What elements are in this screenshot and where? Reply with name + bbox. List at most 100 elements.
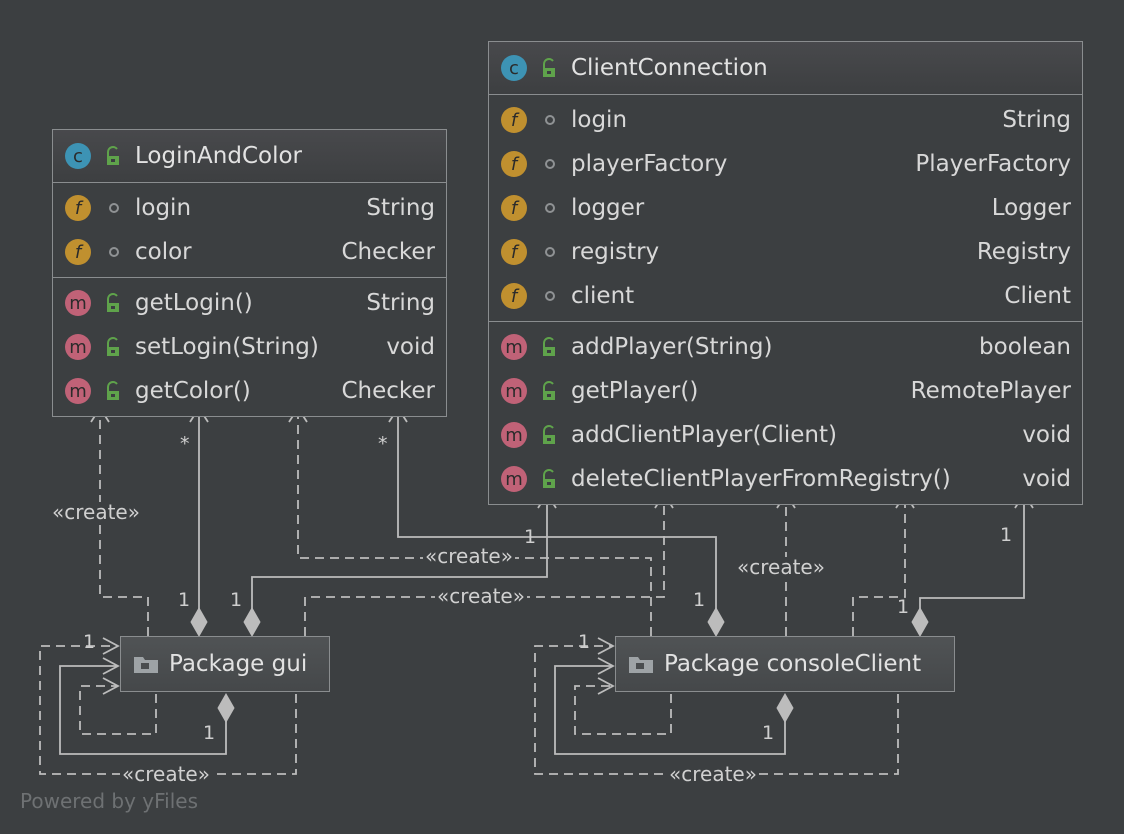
field-type: Registry	[976, 239, 1071, 265]
dot-icon	[105, 242, 123, 262]
package-name: Package gui	[169, 651, 308, 677]
composition-diamond	[190, 606, 208, 638]
field-name: playerFactory	[571, 151, 728, 177]
dot-icon	[541, 198, 559, 218]
field-row[interactable]: f logger Logger	[489, 186, 1082, 230]
console-self-composition	[554, 665, 786, 755]
method-icon: m	[501, 422, 527, 448]
field-name: registry	[571, 239, 660, 265]
gui-self-composition	[59, 665, 227, 755]
association-console-to-clientconnection	[919, 494, 1024, 612]
self-arrowhead	[597, 677, 615, 695]
composition-diamond	[217, 692, 235, 724]
dot-icon	[541, 242, 559, 262]
method-icon: m	[65, 290, 91, 316]
field-name: color	[135, 239, 192, 265]
watermark: Powered by yFiles	[20, 789, 198, 813]
method-return-type: void	[1022, 422, 1071, 448]
class-header: c LoginAndColor	[53, 130, 446, 183]
methods-section: m getLogin() String m setLogin(String) v…	[53, 278, 446, 416]
self-arrowhead	[102, 637, 120, 655]
composition-diamond	[707, 606, 725, 638]
class-header: c ClientConnection	[489, 42, 1082, 95]
method-icon: m	[501, 334, 527, 360]
field-row[interactable]: f client Client	[489, 274, 1082, 318]
self-arrowhead	[102, 657, 120, 675]
lock-open-icon	[107, 381, 119, 400]
method-icon: m	[501, 466, 527, 492]
multiplicity-label: *	[378, 433, 388, 455]
multiplicity-label: 1	[762, 722, 775, 744]
method-row[interactable]: m getLogin() String	[53, 281, 446, 325]
method-name: addClientPlayer(Client)	[571, 422, 837, 448]
fields-section: f login String f color Checker	[53, 183, 446, 278]
composition-diamond	[776, 692, 794, 724]
create-label: «create»	[435, 584, 527, 608]
create-dependency-console-to-clientconnection-b	[852, 494, 905, 636]
multiplicity-label: 1	[897, 596, 910, 618]
method-name: getPlayer()	[571, 378, 699, 404]
create-label: «create»	[120, 762, 212, 786]
field-icon: f	[501, 283, 527, 309]
method-return-type: String	[366, 290, 435, 316]
lock-open-icon	[543, 381, 555, 400]
folder-icon	[134, 657, 158, 673]
class-icon: c	[501, 55, 527, 81]
create-label: «create»	[423, 544, 515, 568]
multiplicity-label: *	[180, 433, 190, 455]
fields-section: f login String f playerFactory PlayerFac…	[489, 95, 1082, 322]
method-row[interactable]: m addPlayer(String) boolean	[489, 325, 1082, 369]
dot-icon	[541, 286, 559, 306]
class-box-loginandcolor[interactable]: c LoginAndColor f login String f color C…	[52, 129, 447, 417]
lock-open-icon	[107, 293, 119, 312]
create-label: «create»	[50, 500, 142, 524]
method-icon: m	[65, 378, 91, 404]
class-box-clientconnection[interactable]: c ClientConnection f login String f play…	[488, 41, 1083, 505]
field-name: login	[135, 195, 192, 221]
multiplicity-label: 1	[230, 589, 243, 611]
method-return-type: boolean	[979, 334, 1071, 360]
lock-open-icon	[543, 469, 555, 488]
method-name: deleteClientPlayerFromRegistry()	[571, 466, 951, 492]
gui-self-loop-inner	[79, 685, 157, 735]
method-return-type: void	[386, 334, 435, 360]
method-name: getLogin()	[135, 290, 253, 316]
console-self-loop-inner	[574, 685, 672, 735]
multiplicity-label: 1	[524, 526, 537, 548]
method-row[interactable]: m getColor() Checker	[53, 369, 446, 413]
field-row[interactable]: f color Checker	[53, 230, 446, 274]
package-name: Package consoleClient	[664, 651, 922, 677]
multiplicity-label: 1	[83, 631, 96, 653]
package-gui-node[interactable]: Package gui	[120, 636, 330, 692]
field-row[interactable]: f registry Registry	[489, 230, 1082, 274]
method-row[interactable]: m getPlayer() RemotePlayer	[489, 369, 1082, 413]
field-row[interactable]: f playerFactory PlayerFactory	[489, 142, 1082, 186]
field-row[interactable]: f login String	[53, 186, 446, 230]
association-gui-to-clientconnection	[251, 494, 547, 612]
field-type: Logger	[991, 195, 1071, 221]
field-name: logger	[571, 195, 645, 221]
method-name: addPlayer(String)	[571, 334, 773, 360]
field-row[interactable]: f login String	[489, 98, 1082, 142]
multiplicity-label: 1	[693, 589, 706, 611]
method-name: getColor()	[135, 378, 251, 404]
method-return-type: RemotePlayer	[910, 378, 1071, 404]
self-arrowhead	[102, 677, 120, 695]
multiplicity-label: 1	[203, 722, 216, 744]
field-type: String	[366, 195, 435, 221]
method-row[interactable]: m setLogin(String) void	[53, 325, 446, 369]
method-return-type: void	[1022, 466, 1071, 492]
methods-section: m addPlayer(String) boolean m getPlayer(…	[489, 322, 1082, 504]
package-consoleclient-node[interactable]: Package consoleClient	[615, 636, 955, 692]
create-label: «create»	[735, 555, 827, 579]
create-dependency-console-to-loginandcolor	[298, 408, 652, 636]
method-row[interactable]: m deleteClientPlayerFromRegistry() void	[489, 457, 1082, 501]
class-name: ClientConnection	[571, 55, 768, 81]
dot-icon	[105, 198, 123, 218]
method-row[interactable]: m addClientPlayer(Client) void	[489, 413, 1082, 457]
console-self-loop-outer	[534, 645, 899, 775]
field-icon: f	[65, 239, 91, 265]
field-name: login	[571, 107, 628, 133]
field-name: client	[571, 283, 635, 309]
field-icon: f	[65, 195, 91, 221]
